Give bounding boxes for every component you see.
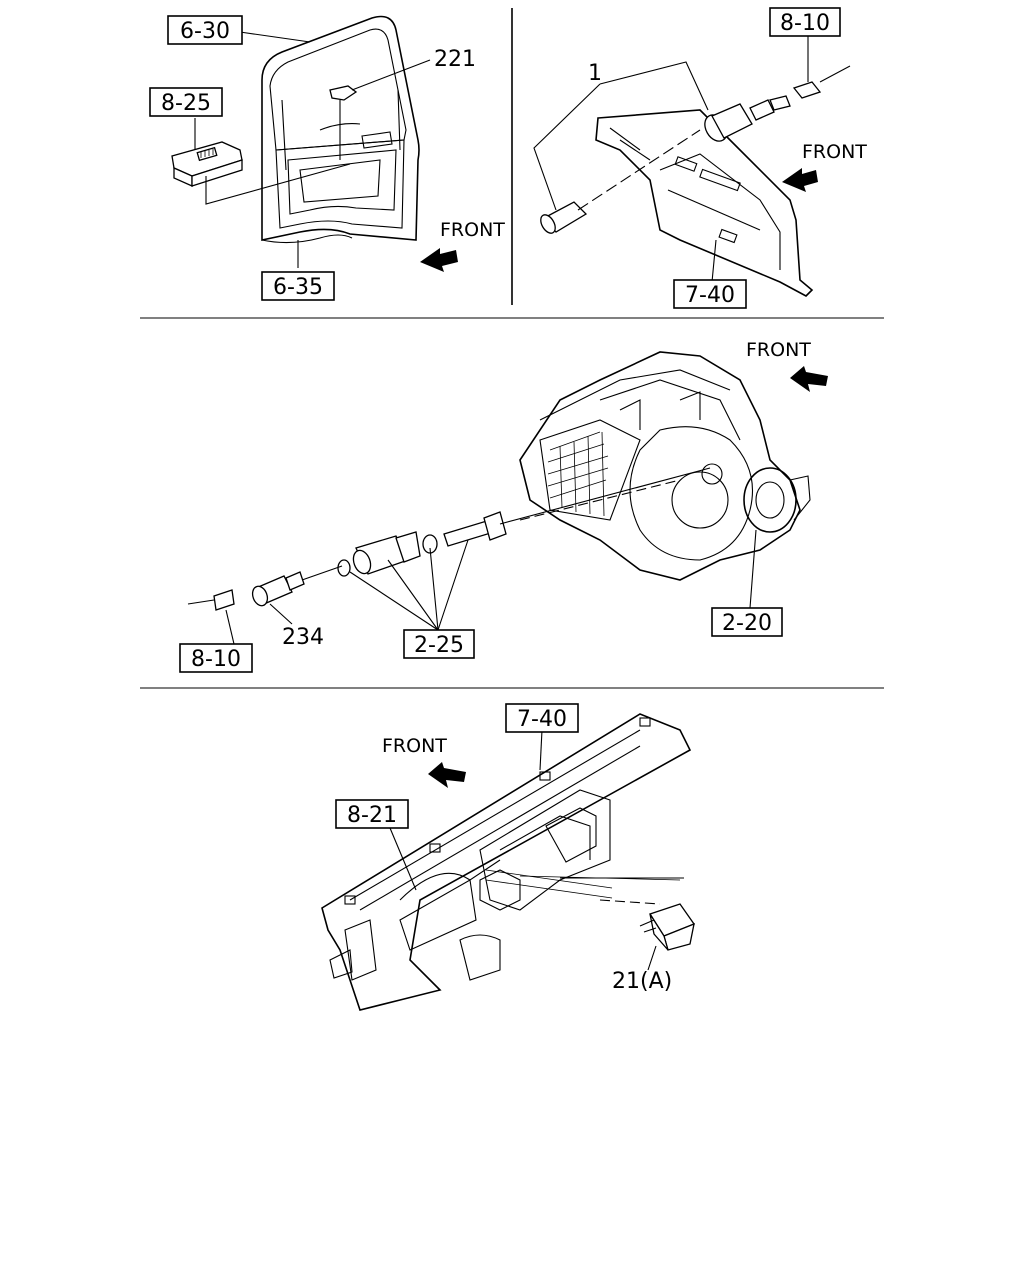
door-illustration: [261, 15, 420, 244]
switch-assembly-shape: [540, 81, 822, 234]
part-1-label: 1: [588, 61, 602, 86]
panel-top-right: 1 8-10 7-40 FRONT: [533, 7, 867, 309]
ref-box-door[interactable]: [167, 15, 243, 45]
ref-lower-panel-label[interactable]: 6-35: [273, 275, 323, 300]
ref-box-gear-parts[interactable]: [403, 629, 475, 659]
ref-box-trim-top[interactable]: [673, 279, 747, 309]
trim-panel-shape: [595, 109, 814, 297]
ref-trim-bottom-label[interactable]: 7-40: [517, 707, 567, 732]
ref-switch-label[interactable]: 8-25: [161, 91, 211, 116]
ref-trim-top-label[interactable]: 7-40: [685, 283, 735, 308]
dashboard-shape: [321, 713, 692, 1011]
part-21a-label: 21(A): [612, 969, 672, 994]
front-label-top-right: FRONT: [802, 141, 867, 163]
panel-top-left: 6-30 8-25 221 6-35 FRONT: [149, 15, 505, 301]
switch-part-221-shape: [329, 85, 358, 101]
ref-box-switch[interactable]: [149, 87, 223, 117]
front-arrow-icon: [420, 248, 458, 272]
ref-box-connector-middle[interactable]: [179, 643, 253, 673]
ref-connector-top-label[interactable]: 8-10: [780, 11, 830, 36]
ref-gear-parts-label[interactable]: 2-25: [414, 633, 464, 658]
part-234-label: 234: [282, 625, 324, 650]
front-arrow-icon: [782, 168, 818, 192]
ref-connector-middle-label[interactable]: 8-10: [191, 647, 241, 672]
front-label-top-left: FRONT: [440, 219, 505, 241]
ref-box-transmission[interactable]: [711, 607, 783, 637]
front-arrow-icon: [790, 366, 828, 392]
ref-transmission-label[interactable]: 2-20: [722, 611, 772, 636]
ref-dash-label[interactable]: 8-21: [347, 803, 397, 828]
panel-bottom: 7-40 8-21 21(A) FRONT: [321, 703, 696, 1011]
ref-box-lower-panel[interactable]: [261, 271, 335, 301]
transmission-shape: [519, 351, 811, 581]
ref-box-connector-top[interactable]: [769, 7, 841, 37]
front-label-bottom: FRONT: [382, 735, 447, 757]
ref-box-trim-bottom[interactable]: [505, 703, 579, 733]
ref-door-label[interactable]: 6-30: [180, 19, 230, 44]
front-arrow-icon: [428, 762, 466, 788]
sensor-parts-shape: [213, 511, 507, 611]
part-221-label: 221: [434, 47, 476, 72]
relay-shape: [639, 903, 696, 951]
front-label-middle: FRONT: [746, 339, 811, 361]
window-switch-shape: [171, 141, 243, 188]
ref-box-dash[interactable]: [335, 799, 409, 829]
panel-middle: 8-10 234 2-25 2-20 FRONT: [179, 339, 828, 673]
